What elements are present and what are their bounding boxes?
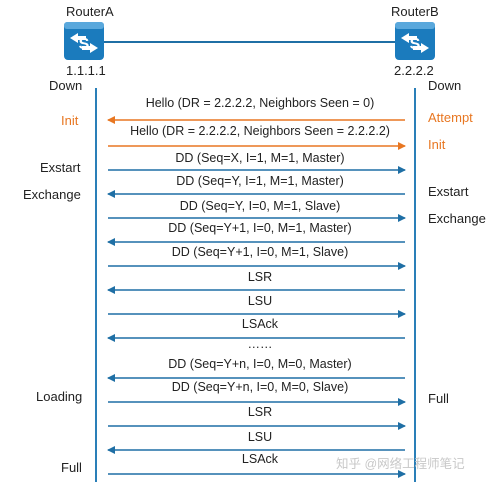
- router-icon: S: [64, 22, 104, 60]
- message-label: LSAck: [241, 317, 279, 331]
- message-ellipsis: ……: [247, 337, 273, 351]
- state-b-full: Full: [428, 391, 449, 406]
- router-a-name: RouterA: [66, 4, 114, 19]
- message-label: LSU: [247, 294, 273, 308]
- message-label: DD (Seq=Y+n, I=0, M=0, Master): [168, 357, 352, 371]
- message-label: Hello (DR = 2.2.2.2, Neighbors Seen = 2.…: [130, 124, 390, 138]
- message-label: DD (Seq=Y, I=0, M=1, Slave): [179, 199, 341, 213]
- router-icon: S: [395, 22, 435, 60]
- message-label: DD (Seq=Y+n, I=0, M=0, Slave): [171, 380, 349, 394]
- state-b-exchange: Exchange: [428, 211, 486, 226]
- message-label: DD (Seq=Y, I=1, M=1, Master): [176, 174, 344, 188]
- state-a-down: Down: [49, 78, 83, 93]
- state-b-init: Init: [428, 137, 446, 152]
- message-label: LSU: [247, 430, 273, 444]
- router-a-ip: 1.1.1.1: [66, 63, 106, 78]
- state-a-exchange: Exchange: [23, 187, 81, 202]
- svg-text:S: S: [410, 36, 421, 53]
- state-a-full: Full: [61, 460, 82, 475]
- router-b-ip: 2.2.2.2: [394, 63, 434, 78]
- state-a-exstart: Exstart: [40, 160, 81, 175]
- message-label: LSAck: [241, 452, 279, 466]
- message-label: DD (Seq=Y+1, I=0, M=1, Slave): [171, 245, 349, 259]
- state-b-attempt: Attempt: [428, 110, 473, 125]
- watermark: 知乎 @网络工程师笔记: [336, 457, 465, 471]
- message-label: Hello (DR = 2.2.2.2, Neighbors Seen = 0): [145, 96, 375, 110]
- state-b-down: Down: [428, 78, 462, 93]
- router-b-name: RouterB: [391, 4, 439, 19]
- state-b-exstart: Exstart: [428, 184, 469, 199]
- svg-text:S: S: [79, 36, 90, 53]
- message-label: DD (Seq=Y+1, I=0, M=1, Master): [168, 221, 352, 235]
- state-a-loading: Loading: [36, 389, 83, 404]
- message-label: DD (Seq=X, I=1, M=1, Master): [175, 151, 345, 165]
- message-label: LSR: [247, 270, 273, 284]
- state-a-init: Init: [61, 113, 79, 128]
- message-label: LSR: [247, 405, 273, 419]
